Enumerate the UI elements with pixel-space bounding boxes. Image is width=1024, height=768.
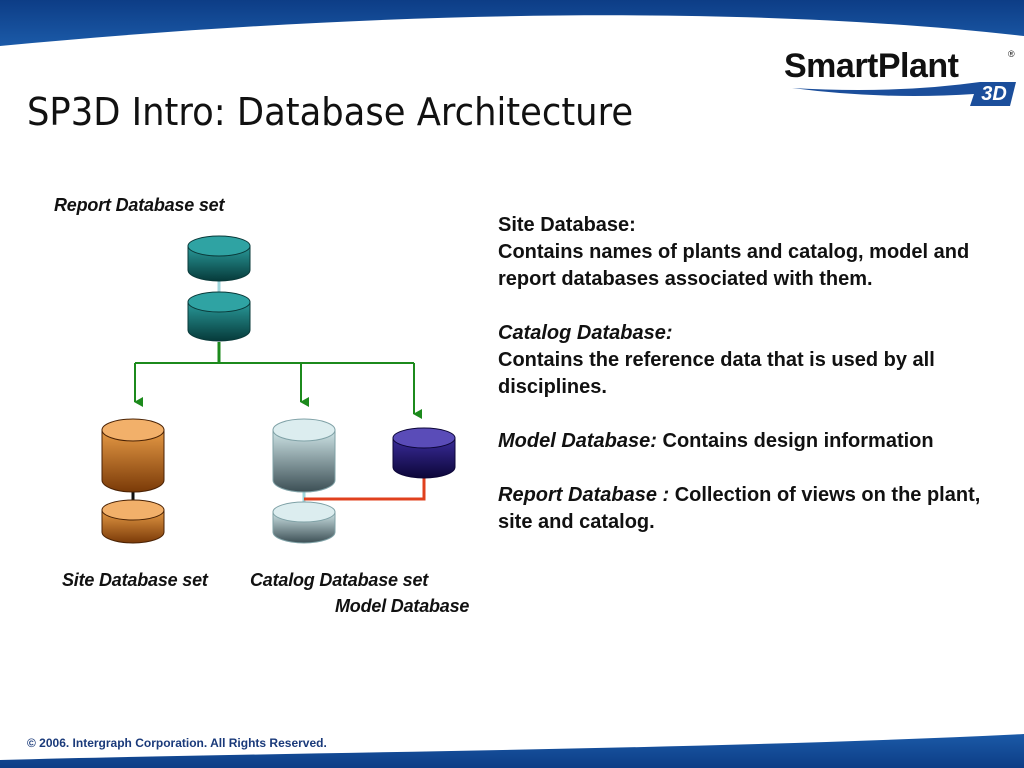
desc-report-database: Report Database : Collection of views on… (498, 482, 1008, 536)
label-model-database: Model Database (335, 596, 470, 616)
desc-model-database: Model Database: Contains design informat… (498, 428, 1008, 455)
logo-registered-mark: ® (1008, 49, 1015, 59)
catalog-db-cylinder (272, 501, 336, 544)
desc-text: Contains the reference data that is used… (498, 349, 935, 398)
logo-swoosh-icon (792, 82, 1016, 106)
desc-term: Report Database : (498, 484, 670, 506)
desc-site-database: Site Database: Contains names of plants a… (498, 212, 1008, 293)
label-report-database-set: Report Database set (54, 195, 225, 215)
label-catalog-database-set: Catalog Database set (250, 570, 429, 590)
report-db-cylinder (187, 291, 251, 342)
desc-catalog-database: Catalog Database: Contains the reference … (498, 320, 1008, 401)
desc-term: Catalog Database: (498, 322, 673, 344)
top-band (0, 0, 1024, 46)
site-db-cylinder (101, 499, 165, 544)
report-db-cylinder (187, 235, 251, 282)
desc-text: Collection of views on the plant, site a… (498, 484, 981, 533)
model-db-cylinder (392, 427, 456, 479)
logo-wordmark: SmartPlant (784, 47, 959, 85)
copyright-footer: © 2006. Intergraph Corporation. All Righ… (27, 736, 327, 750)
smartplant-logo: SmartPlant ® 3D (784, 48, 1016, 110)
bottom-band (0, 734, 1024, 768)
logo-3d-badge: 3D (981, 83, 1007, 105)
desc-text: Contains design information (662, 430, 934, 452)
database-descriptions: Site Database: Contains names of plants a… (498, 212, 1008, 563)
catalog-db-cylinder (272, 418, 336, 493)
desc-term: Site Database: (498, 214, 636, 236)
site-db-cylinder (101, 418, 165, 493)
database-diagram (101, 235, 456, 544)
label-site-database-set: Site Database set (62, 570, 208, 590)
slide-title: SP3D Intro: Database Architecture (27, 90, 634, 134)
desc-term: Model Database: (498, 430, 657, 452)
report-connectors (134, 281, 422, 419)
model-link (304, 476, 426, 501)
desc-text: Contains names of plants and catalog, mo… (498, 241, 970, 290)
